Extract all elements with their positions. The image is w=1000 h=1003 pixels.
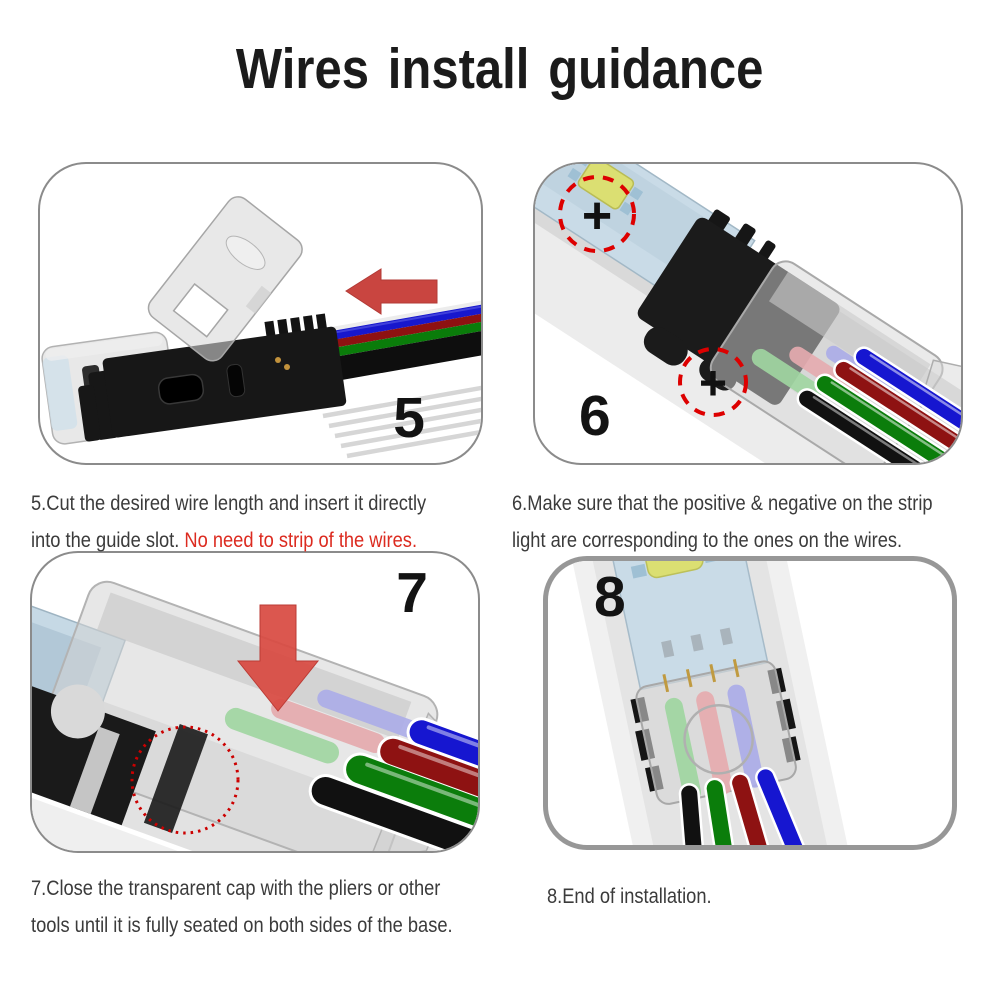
wire-green [346,755,478,851]
step-8-number: 8 [594,565,626,629]
step-8-caption-line1: 8.End of installation. [547,883,712,908]
plus-sign-bottom: + [699,358,727,411]
polarity-annotation-top: + [558,175,636,253]
step-7-caption: 7.Close the transparent cap with the pli… [31,870,453,944]
step-6-caption-line1: 6.Make sure that the positive & negative… [512,490,933,515]
wire-blue [757,769,816,845]
connector-open-cap [147,196,303,362]
step-8-panel: 8 [543,556,957,850]
rgb-wires [678,766,819,845]
step-6-caption-line2: light are corresponding to the ones on t… [512,527,903,552]
press-down-arrow-icon [236,604,320,712]
step-5-number: 5 [393,386,425,450]
wire-red [380,738,478,851]
step-5-panel: 5 [38,162,483,465]
step-6-caption: 6.Make sure that the positive & negative… [512,485,933,559]
page-title: Wires install guidance [0,38,1000,101]
step-5-illustration [41,196,481,459]
insert-arrow-icon [345,268,438,315]
page-title-text: Wires install guidance [236,37,764,101]
connector-closeup [32,580,478,851]
step-5-caption-line1: 5.Cut the desired wire length and insert… [31,490,427,515]
step-5-caption: 5.Cut the desired wire length and insert… [31,485,426,559]
wire-blue [855,348,961,463]
closed-connector [630,658,801,805]
rgb-wires [308,717,478,851]
wire-channels [224,689,432,764]
latch-highlight-circle [130,725,240,835]
step-7-illustration [32,580,478,851]
step-6-panel: + + 6 [533,162,963,465]
gold-pins [662,658,740,693]
step-7-caption-line2: tools until it is fully seated on both s… [31,912,453,937]
led-chip [641,561,704,579]
wire-black [681,785,707,845]
step-6-illustration: + + [535,164,961,463]
plus-sign-top: + [582,187,612,245]
led-chip [577,164,635,210]
polarity-annotation-bottom: + [678,347,748,417]
step-7-number: 7 [396,561,428,625]
step-8-caption: 8.End of installation. [547,878,712,915]
connector-latch-base [32,679,208,833]
strip-assembly [535,164,961,463]
wire-red [732,774,779,845]
wire-black [799,390,961,463]
finished-assembly [559,561,853,845]
step-7-caption-line1: 7.Close the transparent cap with the pli… [31,875,441,900]
step-5-caption-line2: into the guide slot. [31,527,185,552]
gold-pins [275,357,290,370]
wire-red [835,361,961,463]
wire-blue [409,720,478,834]
step-6-number: 6 [579,384,611,448]
step-5-caption-warning: No need to strip of the wires. [184,527,418,552]
rgb-wires [796,346,961,463]
step-8-illustration [559,561,853,845]
strip-backing-lines [322,385,481,459]
wire-green [706,780,740,845]
step-7-panel: 7 [30,551,480,853]
connector-black-base [78,313,347,442]
led-strip [598,561,769,691]
wire-green [816,376,961,463]
wire-black [311,776,478,851]
